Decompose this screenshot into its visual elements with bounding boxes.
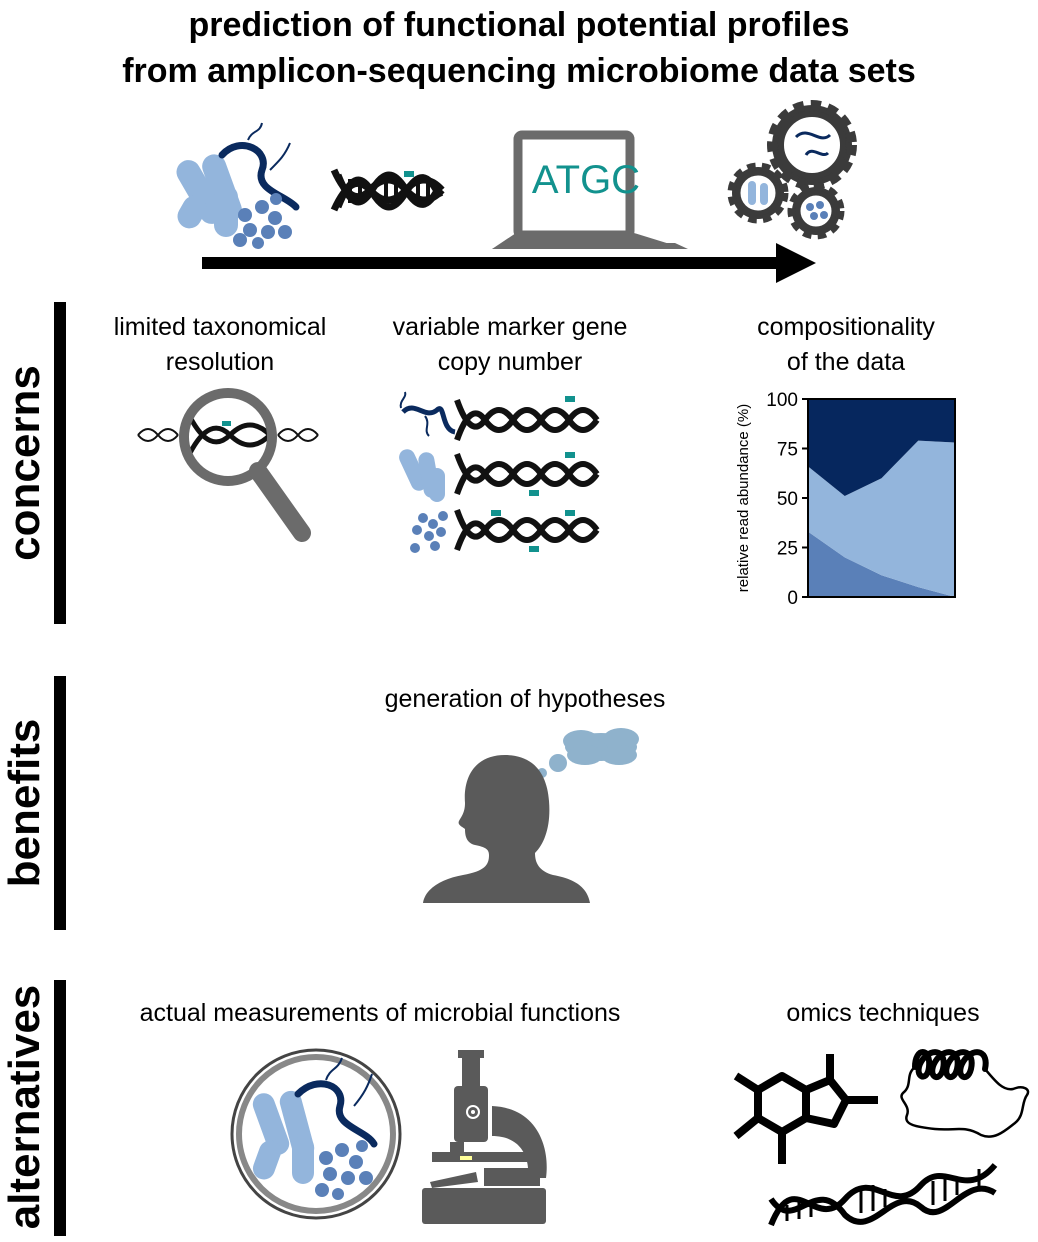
- y-tick-label: 100: [766, 390, 798, 411]
- y-tick-label: 50: [777, 489, 798, 510]
- dna-marker: [404, 171, 414, 177]
- chart-area-layers: [808, 399, 955, 597]
- alternatives-bar: [54, 980, 66, 1236]
- compositionality-chart: 0 25 50 75 100 relative read abundance (%): [735, 390, 956, 609]
- concerns-label: concerns: [0, 365, 49, 561]
- y-tick-label: 75: [777, 440, 798, 461]
- laptop-icon: [492, 130, 688, 249]
- cocci-icon: [410, 511, 448, 553]
- gears-icon: [727, 100, 857, 240]
- title-line-2: from amplicon-sequencing microbiome data…: [122, 52, 916, 90]
- pipeline-graphic: [176, 100, 857, 283]
- concern-compositionality: compositionality of the data: [728, 310, 964, 380]
- concern-copy-number: variable marker gene copy number: [370, 310, 650, 380]
- concern-1-line-1: limited taxonomical: [113, 313, 327, 341]
- omics-dna-icon: [768, 1163, 998, 1227]
- concern-2-line-2: copy number: [437, 348, 583, 376]
- chart-y-ticks: 0 25 50 75 100: [766, 390, 808, 609]
- thought-cloud-icon: [537, 728, 639, 778]
- concerns-bar: [54, 302, 66, 624]
- alternatives-label: alternatives: [0, 984, 49, 1230]
- y-tick-label: 25: [777, 539, 798, 560]
- concern-3-line-2: of the data: [786, 348, 906, 376]
- chart-y-label: relative read abundance (%): [735, 404, 752, 592]
- laptop-screen-text: ATGC: [531, 158, 641, 202]
- alternative-measurements-label: actual measurements of microbial functio…: [139, 999, 621, 1027]
- molecule-icon: [733, 1054, 878, 1164]
- protein-icon: [900, 1049, 1030, 1138]
- benefit-hypotheses-label: generation of hypotheses: [384, 685, 666, 713]
- thinking-person-icon: [423, 728, 639, 903]
- page-title: prediction of functional potential profi…: [0, 2, 1038, 94]
- benefits-label: benefits: [0, 718, 49, 888]
- rods-icon: [399, 449, 445, 502]
- dna-icon: [330, 168, 445, 212]
- magnifier-icon: [137, 388, 319, 542]
- concern-3-line-1: compositionality: [757, 313, 935, 341]
- benefits-bar: [54, 676, 66, 930]
- y-tick-label: 0: [787, 588, 798, 609]
- dish-microbes: [252, 1057, 378, 1200]
- person-silhouette: [423, 755, 590, 903]
- petri-dish-icon: [230, 1048, 402, 1220]
- concern-taxonomic-resolution: limited taxonomical resolution: [90, 310, 350, 380]
- area-series-3: [808, 399, 955, 497]
- concern-1-line-2: resolution: [165, 348, 275, 376]
- microbes-icon: [176, 122, 300, 249]
- concern-2-line-1: variable marker gene: [392, 313, 628, 341]
- area-series-2: [808, 440, 955, 597]
- alternative-omics-label: omics techniques: [786, 999, 980, 1027]
- microscope-icon: [422, 1050, 547, 1224]
- process-arrow: [202, 243, 816, 283]
- copy-number-graphic: [399, 391, 600, 553]
- area-series-1: [808, 531, 955, 597]
- spirochete-icon: [399, 391, 456, 437]
- title-line-1: prediction of functional potential profi…: [188, 6, 850, 44]
